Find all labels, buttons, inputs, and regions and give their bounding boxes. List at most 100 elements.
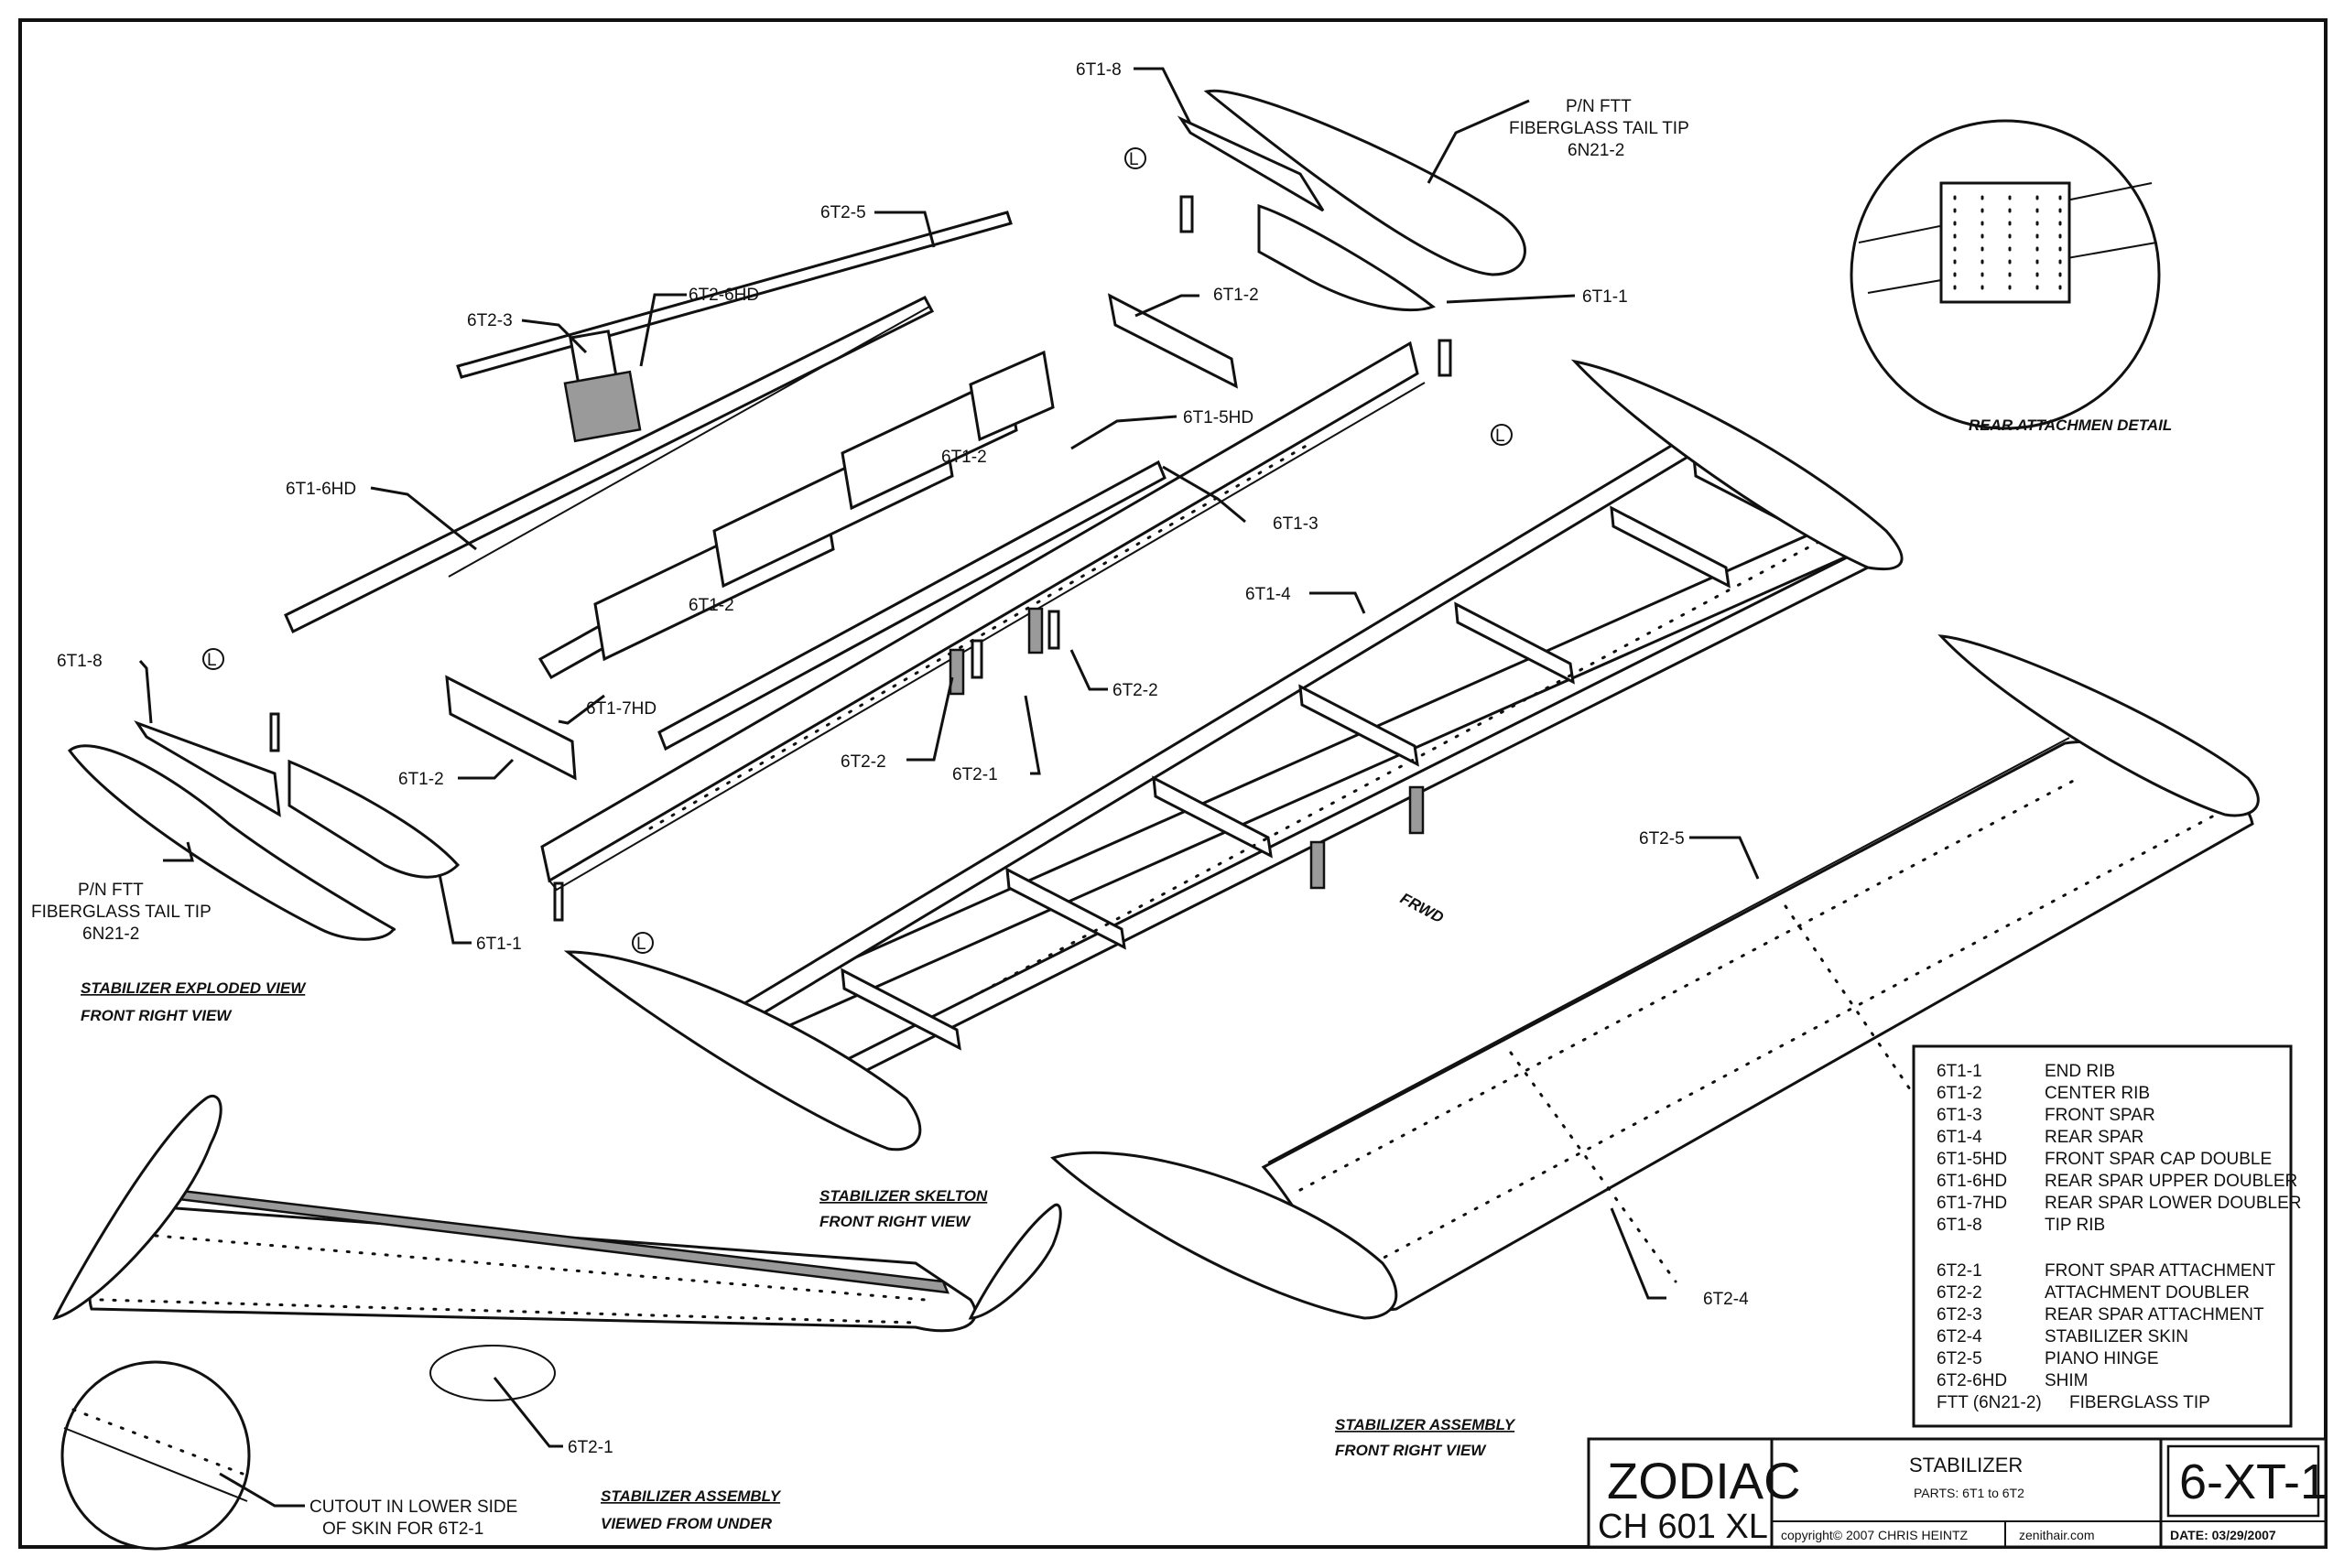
title-drawing-name: STABILIZER	[1909, 1454, 2023, 1476]
legend-description: FRONT SPAR ATTACHMENT	[2045, 1261, 2275, 1281]
legend-code: 6T2-3	[1937, 1305, 1982, 1325]
end-rib-left	[288, 759, 461, 879]
label-hinge-top: 6T2-5	[820, 203, 866, 222]
title-block-box	[1587, 1437, 2328, 1549]
assembly-tip-right	[1937, 634, 2260, 817]
legend-code: 6T1-1	[1937, 1062, 1982, 1081]
legend-code: 6T1-2	[1937, 1084, 1982, 1103]
label-center-rib-low: 6T1-2	[689, 596, 734, 615]
legend-description: FRONT SPAR CAP DOUBLE	[2045, 1150, 2272, 1169]
caption-skeleton-sub: FRONT RIGHT VIEW	[819, 1213, 971, 1230]
assembly-rivets-1	[1298, 776, 2080, 1192]
label-tip-pn-top-1: P/N FTT	[1566, 97, 1632, 116]
label-rear-spar: 6T1-4	[1245, 585, 1291, 604]
label-attach-front: 6T2-1	[952, 765, 998, 784]
shim-piece	[553, 881, 564, 922]
shim-piece	[1438, 339, 1452, 377]
label-cap-double: 6T1-5HD	[1183, 408, 1253, 427]
legend-code: 6T1-3	[1937, 1106, 1982, 1125]
skeleton-rib-2	[1005, 867, 1126, 950]
caption-assembly-sub: FRONT RIGHT VIEW	[1335, 1442, 1487, 1459]
title-block: ZODIAC CH 601 XL STABILIZER PARTS: 6T1 t…	[1587, 1437, 2328, 1549]
caption-exploded-title: STABILIZER EXPLODED VIEW	[81, 979, 307, 997]
shim-symbol-circle	[1491, 424, 1513, 446]
skeleton-tip-left	[563, 950, 922, 1152]
label-tip-pn-left-1: P/N FTT	[78, 881, 144, 900]
legend-description: REAR SPAR ATTACHMENT	[2045, 1305, 2264, 1325]
shim-symbols: L L L L	[202, 147, 1513, 954]
label-forward: FRWD	[1397, 890, 1447, 927]
caption-exploded-sub: FRONT RIGHT VIEW	[81, 1007, 233, 1024]
title-parts: PARTS: 6T1 to 6T2	[1914, 1486, 2024, 1500]
title-copyright: copyright© 2007 CHRIS HEINTZ	[1781, 1528, 1968, 1542]
front-spar-flange	[548, 382, 1426, 892]
legend-code: 6T2-6HD	[1937, 1371, 2007, 1390]
skeleton-rib-5	[1454, 601, 1575, 685]
shim-piece	[1179, 195, 1194, 233]
part-labels: 6T1-8 P/N FTT FIBERGLASS TAIL TIP 6N21-2…	[31, 60, 1749, 1539]
legend-description: REAR SPAR LOWER DOUBLER	[2045, 1194, 2301, 1213]
assembly-view	[1050, 634, 2260, 1320]
assembly-tip-left	[1050, 1151, 1398, 1320]
caption-detail: REAR ATTACHMEN DETAIL	[1969, 416, 2172, 434]
tip-fairing-top	[1203, 89, 1526, 276]
front-spar	[540, 341, 1419, 883]
label-attach-under: 6T2-1	[568, 1438, 613, 1457]
label-hinge-assy: 6T2-5	[1639, 829, 1685, 849]
label-end-rib-top: 6T1-1	[1582, 287, 1628, 307]
assembly-rivets-2	[1372, 813, 2218, 1265]
skeleton-tip-right	[1570, 359, 1904, 571]
legend-description: REAR SPAR UPPER DOUBLER	[2045, 1172, 2297, 1191]
legend-description: SHIM	[2045, 1371, 2089, 1390]
cutout-detail-skin	[63, 1427, 248, 1502]
assembly-rivets-3	[1509, 1051, 1677, 1283]
legend-description: TIP RIB	[2045, 1216, 2105, 1235]
view-captions: STABILIZER EXPLODED VIEW FRONT RIGHT VIE…	[81, 416, 2172, 1532]
legend-code: FTT (6N21-2)	[1937, 1393, 2042, 1412]
attachment-doubler	[949, 648, 965, 696]
legend-description: CENTER RIB	[2045, 1084, 2150, 1103]
shim-symbol: L	[1129, 150, 1139, 169]
legend-code: 6T2-2	[1937, 1283, 1982, 1303]
skeleton-view	[563, 359, 1904, 1152]
legend-code: 6T2-5	[1937, 1349, 1982, 1368]
cutout-detail-circle	[60, 1360, 251, 1551]
leader-lines	[138, 67, 1760, 1508]
label-doubler-left: 6T2-2	[841, 752, 886, 772]
title-model: CH 601 XL	[1598, 1508, 1768, 1546]
front-spar-rivets	[648, 442, 1311, 830]
legend-description: REAR SPAR	[2045, 1128, 2143, 1147]
legend-description: FRONT SPAR	[2045, 1106, 2155, 1125]
label-center-rib-top: 6T1-2	[1213, 286, 1259, 305]
shim-symbol: L	[636, 935, 646, 954]
label-front-spar: 6T1-3	[1273, 514, 1318, 534]
legend-box	[1912, 1044, 2293, 1428]
shim-symbol: L	[1495, 427, 1505, 446]
center-rib-top	[1107, 293, 1238, 389]
legend-code: 6T2-4	[1937, 1327, 1982, 1346]
rear-spar-upper-doubler	[284, 296, 935, 634]
legend-description: PIANO HINGE	[2045, 1349, 2159, 1368]
shim-symbol-circle	[202, 648, 224, 670]
title-brand: ZODIAC	[1607, 1452, 1801, 1509]
exploded-view	[67, 89, 1526, 941]
cutout-detail-rivets	[71, 1408, 244, 1476]
legend-description: FIBERGLASS TIP	[2069, 1393, 2210, 1412]
skeleton-rib-4	[1298, 684, 1419, 767]
label-tip-rib-left: 6T1-8	[57, 652, 103, 671]
shim-6t2-6hd	[563, 370, 642, 443]
legend-description: END RIB	[2045, 1062, 2115, 1081]
drawing-border	[18, 18, 2328, 1549]
rib-c	[841, 373, 1018, 511]
shim-piece	[269, 712, 280, 752]
attachment-doubler	[1047, 610, 1060, 650]
legend-code: 6T1-7HD	[1937, 1194, 2007, 1213]
rear-spar-upper-doubler-2	[448, 306, 930, 578]
legend-code: 6T1-4	[1937, 1128, 1982, 1147]
label-rear-spar-attachment: 6T2-3	[467, 311, 513, 330]
end-rib-top	[1257, 203, 1436, 312]
under-tip-left	[52, 1095, 222, 1321]
label-lower-doubler: 6T1-7HD	[586, 699, 657, 719]
title-drawing-number: 6-XT-1	[2179, 1454, 2328, 1509]
